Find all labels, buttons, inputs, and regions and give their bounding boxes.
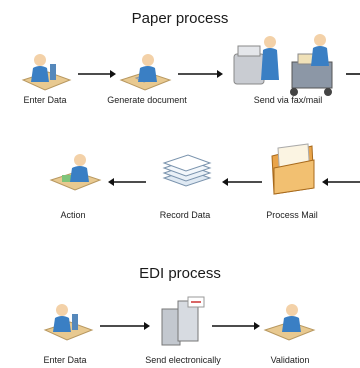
arrow-5: [222, 178, 262, 186]
paper-process-title: Paper process: [131, 10, 229, 27]
edi-step-send-electronically-label: Send electronically: [145, 355, 221, 365]
generate-document-person-icon: [118, 50, 173, 95]
edi-process-title: EDI process: [139, 265, 221, 282]
arrow-1: [78, 70, 116, 78]
step-generate-document-label: Generate document: [107, 95, 187, 105]
record-data-documents-icon: [158, 148, 213, 193]
step-action-label: Action: [60, 210, 86, 220]
edi-arrow-1: [100, 322, 150, 330]
arrow-6-offscreen: [322, 178, 360, 186]
step-process-mail-label: Process Mail: [266, 210, 318, 220]
step-record-data-label: Record Data: [159, 210, 211, 220]
step-send-fax-mail-label: Send via fax/mail: [253, 95, 323, 105]
fax-mail-people-icon: [232, 32, 342, 97]
edi-validation-person-icon: [262, 300, 317, 345]
edi-step-validation-label: Validation: [270, 355, 310, 365]
edi-servers-icon: [158, 295, 208, 350]
step-enter-data-label: Enter Data: [23, 95, 67, 105]
arrow-2: [178, 70, 223, 78]
process-mail-envelope-icon: [268, 140, 318, 198]
action-person-icon: [48, 150, 103, 195]
edi-arrow-2: [212, 322, 260, 330]
edi-step-enter-data-label: Enter Data: [43, 355, 87, 365]
arrow-4: [108, 178, 146, 186]
arrow-3-offscreen: [346, 73, 360, 75]
edi-enter-data-person-icon: [40, 300, 95, 345]
enter-data-person-icon: [18, 50, 73, 95]
